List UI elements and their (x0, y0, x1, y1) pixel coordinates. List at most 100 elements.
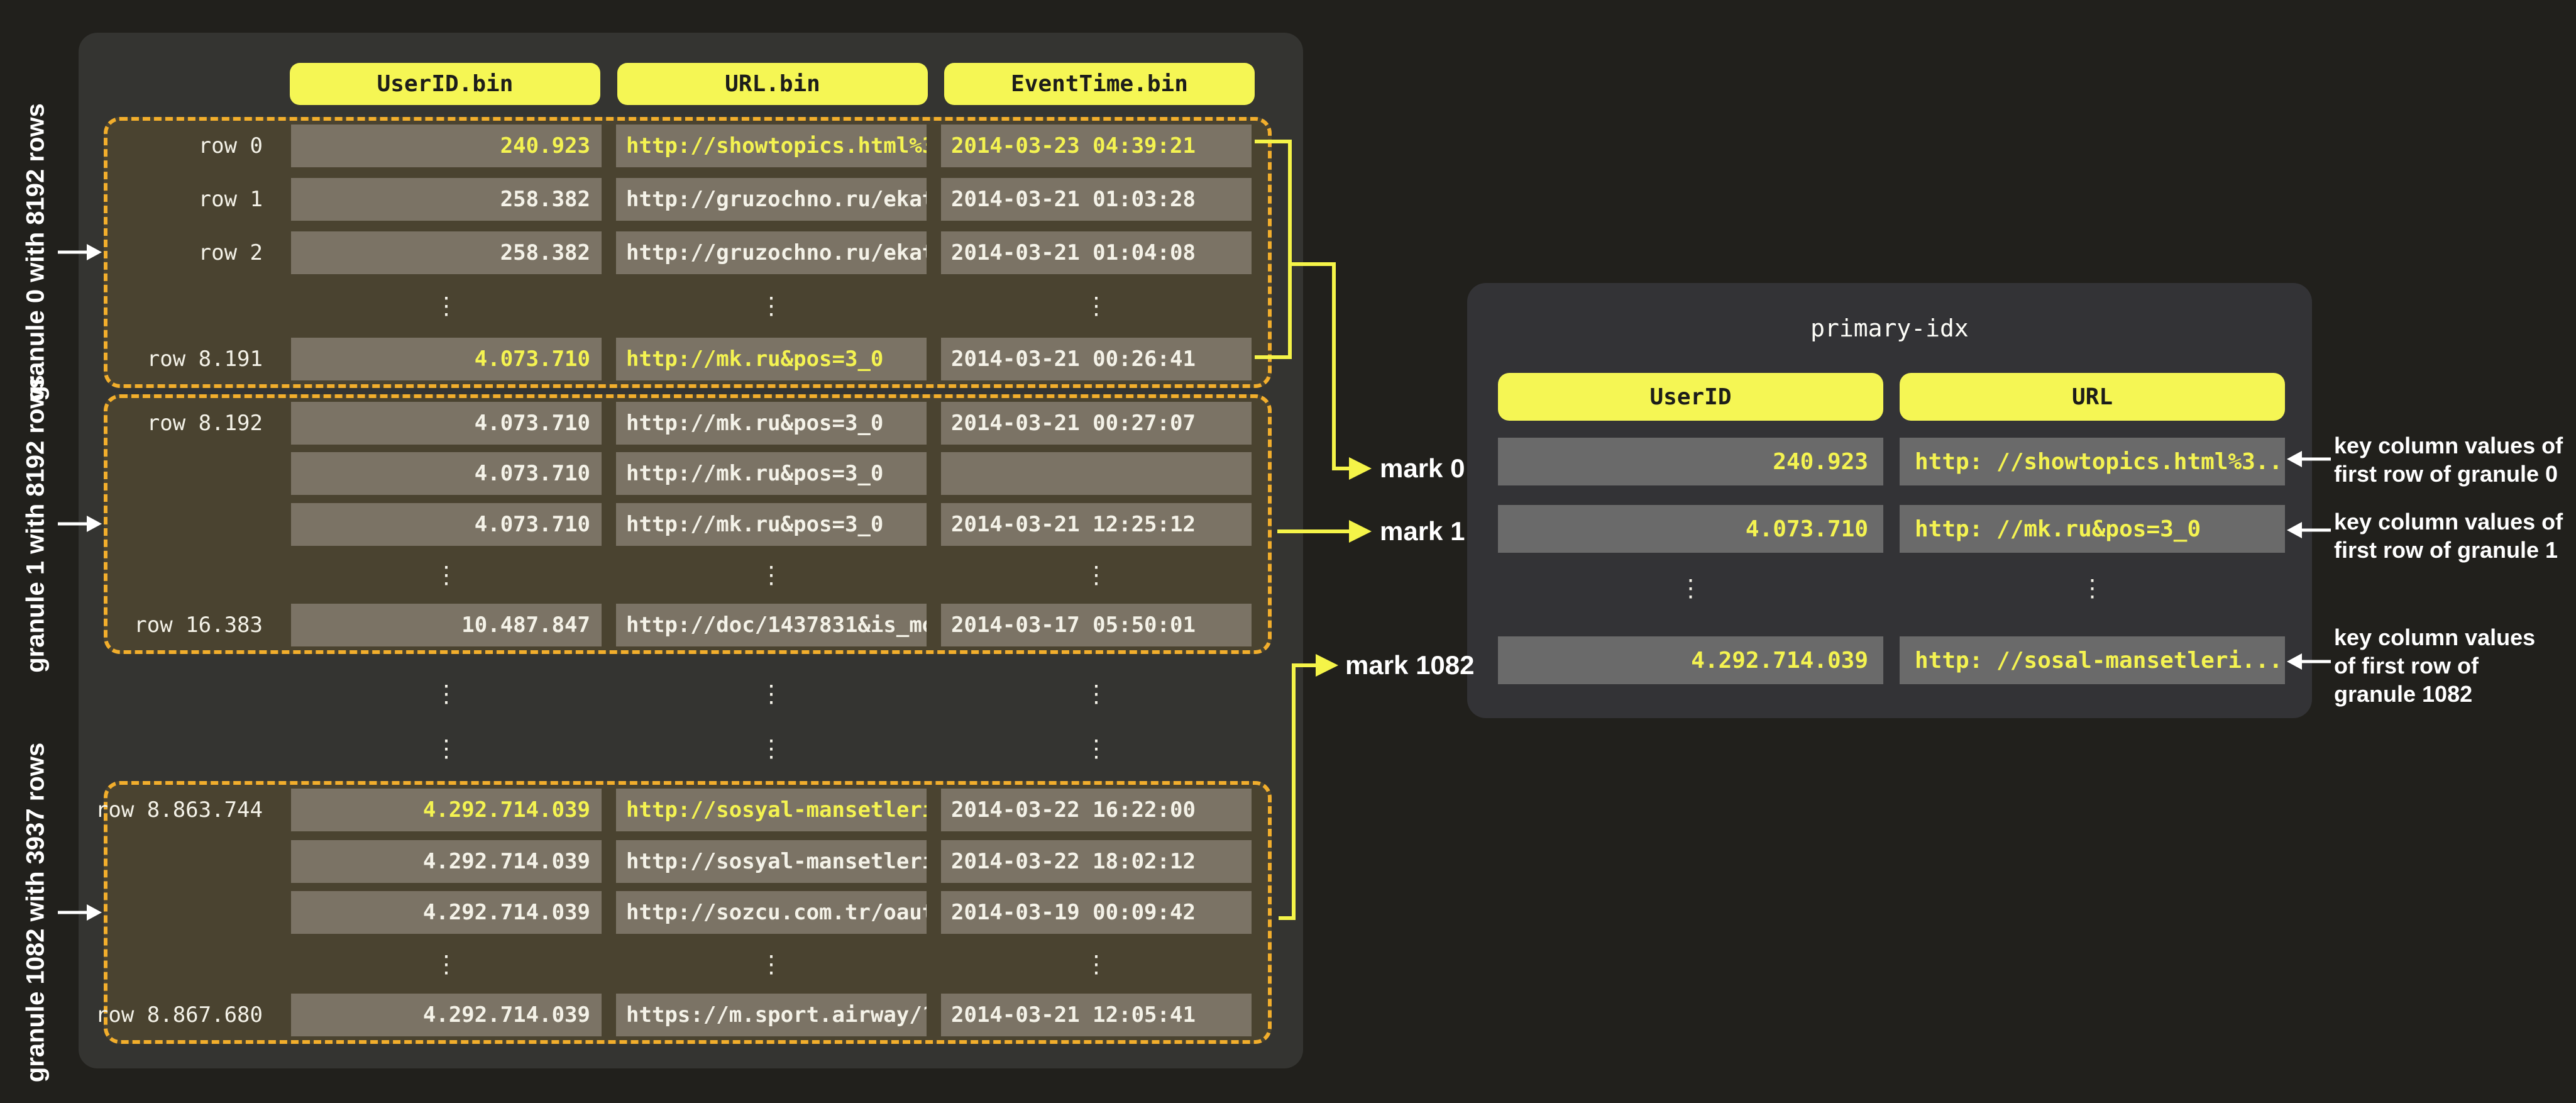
index-ellipsis-row: ⋮⋮ (1498, 572, 2285, 604)
url-index-cell: http: //mk.ru&pos=3_0 (1900, 505, 2285, 553)
userid-cell: 4.073.710 (291, 452, 602, 496)
userid-cell: 4.292.714.039 (291, 994, 602, 1036)
url-ellipsis: ⋮ (759, 950, 783, 978)
table-row: row 2258.382http://gruzochno.ru/ekat...2… (107, 231, 1252, 274)
annotation-granule-1: key column values of first row of granul… (2334, 509, 2563, 563)
mark0-arrowhead-icon (1349, 457, 1372, 480)
url-ellipsis: ⋮ (759, 560, 783, 589)
userid-index-cell: 4.292.714.039 (1498, 636, 1883, 684)
userid-cell: 4.292.714.039 (291, 891, 602, 934)
table-row: 4.292.714.039 http://sozcu.com.tr/oaut 201… (107, 891, 1252, 934)
annotation-granule-0: key column values of first row of granul… (2334, 433, 2563, 487)
url-cell: http://sozcu.com.tr/oaut (616, 891, 927, 934)
userid-cell: 258.382 (291, 231, 602, 274)
userid-cell: 4.292.714.039 (291, 840, 602, 883)
row-label: row 0 (198, 133, 263, 158)
row-label (107, 452, 277, 495)
eventtime-ellipsis: ⋮ (1084, 950, 1108, 978)
eventtime-cell: 2014-03-21 00:27:07 (941, 402, 1252, 445)
mark1082-arrowhead-icon (1316, 654, 1338, 677)
gap-ellipsis-row: ⋮ ⋮ ⋮ (107, 733, 1252, 764)
userid-cell: 258.382 (291, 177, 602, 221)
eventtime-ellipsis: ⋮ (1084, 560, 1108, 589)
mark1-arrowhead-icon (1349, 520, 1372, 543)
primary-index-panel: primary-idx UserID URL 240.923 http: //sh… (1467, 283, 2312, 718)
userid-bin-column-header: UserID.bin (290, 63, 600, 105)
eventtime-cell: 2014-03-17 05:50:01 (941, 604, 1252, 646)
eventtime-cell: 2014-03-21 00:26:41 (941, 338, 1252, 380)
row-label (107, 840, 277, 883)
row-label (107, 553, 277, 596)
row-label (107, 891, 277, 934)
url-index-cell: http: //showtopics.html%3... (1900, 438, 2285, 485)
url-ellipsis: ⋮ (759, 292, 783, 320)
primary-index-title: primary-idx (1810, 314, 1969, 342)
url-ellipsis: ⋮ (2080, 574, 2105, 602)
row-label: row 8.867.680 (95, 1002, 263, 1028)
url-ellipsis: ⋮ (759, 734, 783, 762)
row-label (107, 284, 277, 327)
mark-0-label: mark 0 (1380, 453, 1465, 483)
mark-1-label: mark 1 (1380, 516, 1465, 546)
url-cell: https://m.sport.airway/? (616, 994, 927, 1036)
url-cell: http://gruzochno.ru/ekat... (616, 177, 927, 221)
index-row: 4.292.714.039 http: //sosal-mansetleri... (1498, 636, 2285, 684)
eventtime-ellipsis: ⋮ (1084, 734, 1108, 762)
eventtime-bin-column-header: EventTime.bin (944, 63, 1255, 105)
url-cell: http://gruzochno.ru/ekat... (616, 231, 927, 274)
eventtime-cell: 2014-03-21 12:05:41 (941, 994, 1252, 1036)
row-label (107, 503, 277, 546)
url-index-column-header: URL (1900, 373, 2285, 421)
row-label: row 8.192 (146, 411, 263, 436)
granule-1-side-label: granule 1 with 8192 rows (21, 375, 50, 673)
row-label (107, 943, 277, 985)
userid-index-cell: 240.923 (1498, 438, 1883, 485)
url-cell: http://doc/1437831&is_mo... (616, 604, 927, 646)
userid-ellipsis: ⋮ (434, 292, 458, 320)
annotation-granule-1082: key column values of first row of granul… (2334, 624, 2536, 707)
eventtime-ellipsis: ⋮ (1084, 680, 1108, 707)
userid-index-column-header: UserID (1498, 373, 1883, 421)
granule-1082-side-label: granule 1082 with 3937 rows (21, 742, 50, 1083)
userid-cell: 240.923 (291, 125, 602, 167)
row-label (107, 678, 277, 709)
url-index-cell: http: //sosal-mansetleri... (1900, 636, 2285, 684)
userid-ellipsis: ⋮ (434, 680, 458, 707)
mark-1082-label: mark 1082 (1345, 650, 1475, 680)
url-cell: http://sosyal-mansetleri... (616, 840, 927, 883)
row-label: row 8.191 (146, 346, 263, 372)
eventtime-cell: 2014-03-19 00:09:42 (941, 891, 1252, 934)
granule-0-side-label: granule 0 with 8192 rows (21, 103, 50, 401)
eventtime-cell: 2014-03-23 04:39:21 (941, 125, 1252, 167)
row-label (107, 733, 277, 764)
ellipsis-row: ⋮ ⋮ ⋮ (107, 943, 1252, 985)
eventtime-cell: 2014-03-22 16:22:00 (941, 789, 1252, 831)
ellipsis-row: ⋮ ⋮ ⋮ (107, 553, 1252, 596)
userid-ellipsis: ⋮ (434, 734, 458, 762)
ellipsis-row: ⋮ ⋮ ⋮ (107, 284, 1252, 327)
userid-ellipsis: ⋮ (434, 560, 458, 589)
userid-cell: 4.073.710 (291, 402, 602, 445)
index-row: 240.923 http: //showtopics.html%3... (1498, 438, 2285, 485)
url-cell: http://showtopics.html%3... (616, 125, 927, 167)
table-row: row 8.867.680 4.292.714.039 https://m.spor… (95, 994, 1252, 1036)
userid-index-cell: 4.073.710 (1498, 505, 1883, 553)
table-row: 4.292.714.039 http://sosyal-mansetleri...… (107, 840, 1252, 883)
eventtime-ellipsis: ⋮ (1084, 292, 1108, 320)
url-ellipsis: ⋮ (759, 680, 783, 707)
row-label: row 16.383 (134, 612, 263, 638)
userid-cell: 4.292.714.039 (291, 789, 602, 831)
userid-cell: 4.073.710 (291, 338, 602, 380)
eventtime-cell: 2014-03-22 18:02:12 (941, 840, 1252, 883)
eventtime-cell: 2014-03-21 01:03:28 (941, 177, 1252, 221)
userid-ellipsis: ⋮ (434, 950, 458, 978)
